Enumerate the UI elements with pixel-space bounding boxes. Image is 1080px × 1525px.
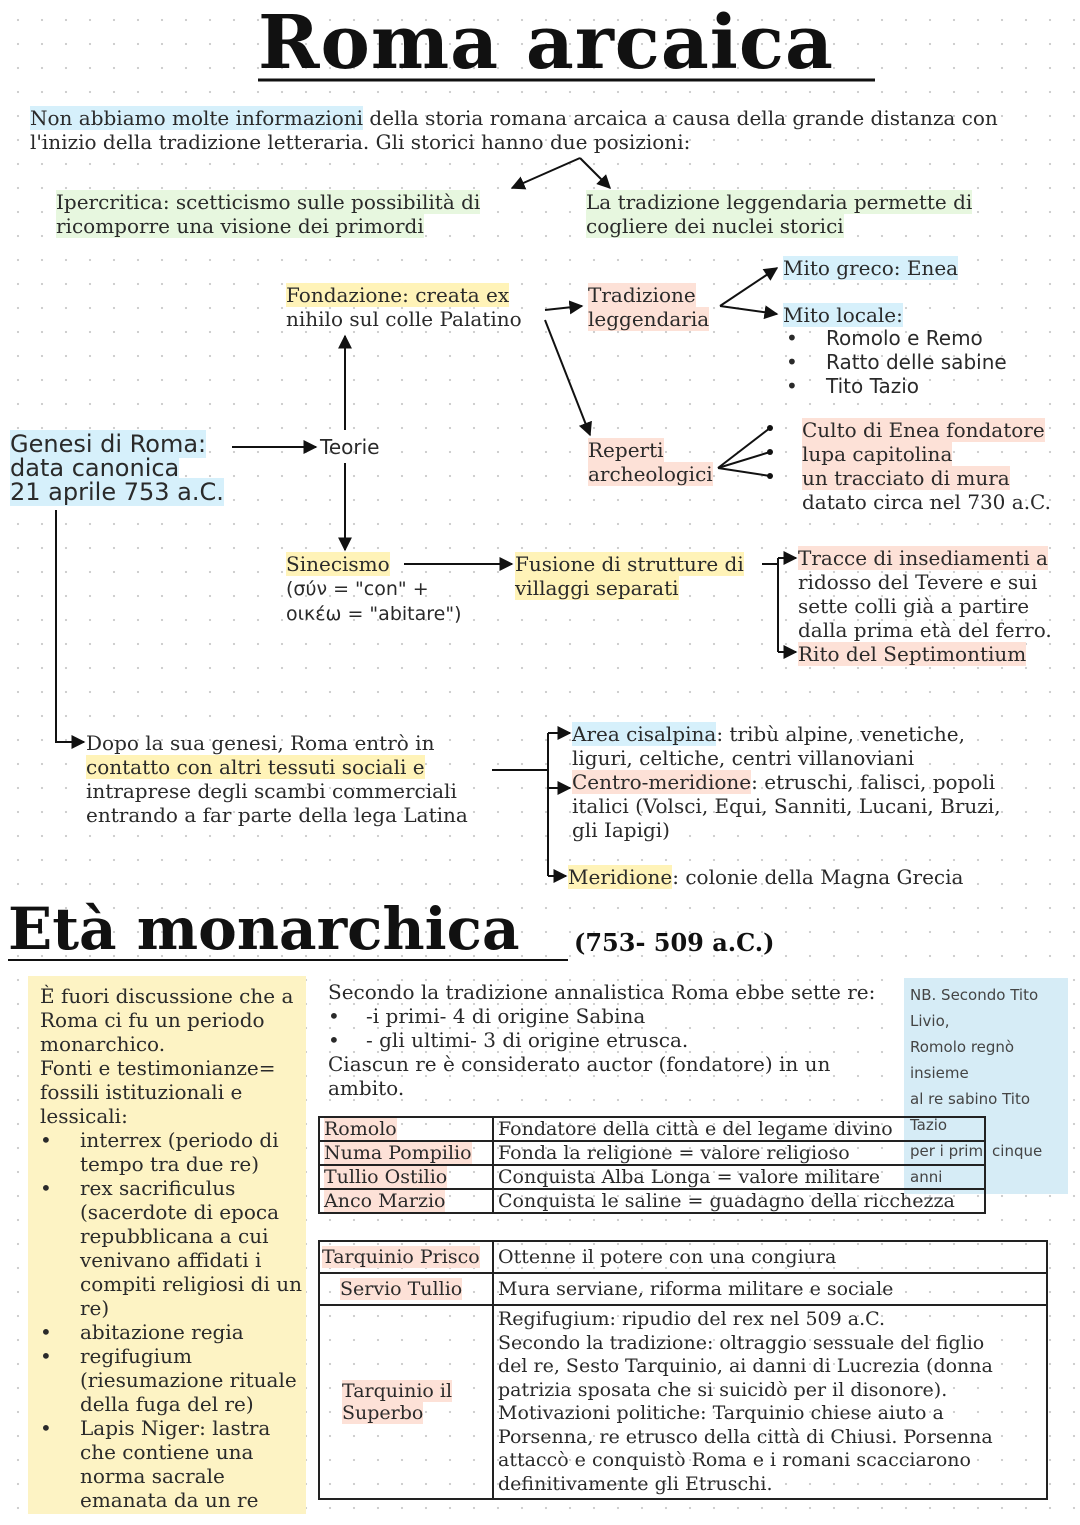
dopo-line: Dopo la sua genesi, Roma entrò in: [86, 731, 435, 755]
area-text: : etruschi, falisci, popoli: [751, 770, 996, 794]
genesi-line: Genesi di Roma:: [10, 430, 207, 458]
reperti-item: Culto di Enea fondatore: [802, 418, 1045, 442]
mito-locale-text: Mito locale:: [783, 303, 903, 327]
reperti-line: Reperti: [588, 438, 664, 462]
dopo-block: Dopo la sua genesi, Roma entrò in contat…: [86, 731, 468, 827]
section-title: Età monarchica: [8, 895, 520, 963]
tradizione-line: Tradizione: [588, 283, 696, 307]
note-line: monarchico.: [40, 1032, 166, 1056]
genesi-line: data canonica: [10, 454, 180, 482]
dopo-line: intraprese degli scambi commerciali: [86, 779, 457, 803]
dopo-line: entrando a far parte della lega Latina: [86, 803, 468, 827]
annalistica-intro: Secondo la tradizione annalistica Roma e…: [328, 980, 876, 1004]
tracce-block: Tracce di insediamenti a ridosso del Tev…: [798, 546, 1052, 666]
annalistica-line: Ciascun re è considerato auctor (fondato…: [328, 1052, 831, 1076]
rito-text: Rito del Septimontium: [798, 642, 1027, 666]
area-text: : tribù alpine, venetiche,: [716, 722, 965, 746]
position-left-line: Ipercritica: scetticismo sulle possibili…: [56, 190, 481, 214]
position-tradizione: La tradizione leggendaria permette di co…: [586, 190, 973, 238]
position-right-line: La tradizione leggendaria permette di: [586, 190, 973, 214]
intro-highlight: Non abbiamo molte informazioni: [30, 106, 364, 130]
fusione-line: villaggi separati: [515, 576, 679, 600]
reperti-item: datato circa nel 730 a.C.: [802, 490, 1051, 514]
reperti-item: un tracciato di mura: [802, 466, 1010, 490]
note-line: fossili istituzionali e: [40, 1080, 243, 1104]
area-text: liguri, celtiche, centri villanoviani: [572, 746, 915, 770]
list-item: abitazione regia: [40, 1320, 306, 1344]
fusione-line: Fusione di strutture di: [515, 552, 744, 576]
note-line: È fuori discussione che a: [40, 984, 294, 1008]
tracce-line: Tracce di insediamenti a: [798, 546, 1048, 570]
list-item: - gli ultimi- 3 di origine etrusca.: [328, 1028, 898, 1052]
intro-text: Non abbiamo molte informazioni della sto…: [30, 106, 1050, 154]
sinecismo-line: (σύν = "con" +: [286, 578, 429, 600]
intro-part: della storia romana arcaica a causa dell…: [363, 106, 998, 130]
sinecismo-block: Sinecismo (σύν = "con" + οικέω = "abitar…: [286, 552, 461, 626]
list-item: Ratto delle sabine: [786, 350, 1007, 374]
intro-line: l'inizio della tradizione letteraria. Gl…: [30, 130, 691, 154]
list-item: Tito Tazio: [786, 374, 1007, 398]
genesi-line: 21 aprile 753 a.C.: [10, 478, 224, 506]
mito-greco: Mito greco: Enea: [783, 256, 959, 280]
reperti-block: Reperti archeologici: [588, 438, 713, 486]
genesi-block: Genesi di Roma: data canonica 21 aprile …: [10, 430, 224, 506]
mito-greco-text: Mito greco: Enea: [783, 256, 959, 280]
tradizione-line: leggendaria: [588, 307, 710, 331]
teorie-label: Teorie: [320, 435, 380, 459]
sinecismo-line: Sinecismo: [286, 552, 390, 576]
area-label: Area cisalpina: [572, 722, 717, 746]
section-dates: (753- 509 a.C.): [574, 928, 775, 957]
list-item: rex sacrificulus(sacerdote di epocarepub…: [40, 1176, 306, 1320]
areas-block: Area cisalpina: tribù alpine, venetiche,…: [572, 722, 1001, 842]
fondazione-line: Fondazione: creata ex: [286, 283, 510, 307]
fusione-block: Fusione di strutture di villaggi separat…: [515, 552, 744, 600]
page-title: Roma arcaica: [258, 0, 834, 86]
list-item: Romolo e Remo: [786, 326, 1007, 350]
position-left-line: ricomporre una visione dei primordi: [56, 214, 424, 238]
area-label: Meridione: [568, 865, 673, 889]
reperti-line: archeologici: [588, 462, 713, 486]
reperti-item: lupa capitolina: [802, 442, 953, 466]
fondazione-block: Fondazione: creata ex nihilo sul colle P…: [286, 283, 522, 331]
area-text: gli Iapigi): [572, 818, 670, 842]
position-ipercritica: Ipercritica: scetticismo sulle possibili…: [56, 190, 481, 238]
area-meridione: Meridione: colonie della Magna Grecia: [568, 865, 963, 889]
mito-locale: Mito locale:: [783, 303, 903, 327]
dopo-line: contatto con altri tessuti sociali e: [86, 755, 425, 779]
tracce-line: ridosso del Tevere e sui: [798, 570, 1038, 594]
annalistica-line: ambito.: [328, 1076, 405, 1100]
area-label: Centro-meridione: [572, 770, 752, 794]
position-right-line: cogliere dei nuclei storici: [586, 214, 844, 238]
sinecismo-line: οικέω = "abitare"): [286, 603, 462, 625]
area-text: italici (Volsci, Equi, Sanniti, Lucani, …: [572, 794, 1001, 818]
re-list: -i primi- 4 di origine Sabina - gli ulti…: [328, 1004, 898, 1052]
reperti-items: Culto di Enea fondatore lupa capitolina …: [802, 418, 1051, 514]
list-item: -i primi- 4 di origine Sabina: [328, 1004, 898, 1028]
note-line: lessicali:: [40, 1104, 128, 1128]
annalistica-block: Secondo la tradizione annalistica Roma e…: [328, 980, 898, 1100]
tracce-line: dalla prima età del ferro.: [798, 618, 1052, 642]
miti-list: Romolo e Remo Ratto delle sabine Tito Ta…: [786, 326, 1007, 398]
area-text: : colonie della Magna Grecia: [672, 865, 964, 889]
note-line: Roma ci fu un periodo: [40, 1008, 265, 1032]
fondazione-line: nihilo sul colle Palatino: [286, 307, 522, 331]
tracce-line: sette colli già a partire: [798, 594, 1030, 618]
tradizione-block: Tradizione leggendaria: [588, 283, 710, 331]
yellow-note-box: È fuori discussione che a Roma ci fu un …: [28, 976, 306, 1514]
note-line: Fonti e testimonianze=: [40, 1056, 276, 1080]
